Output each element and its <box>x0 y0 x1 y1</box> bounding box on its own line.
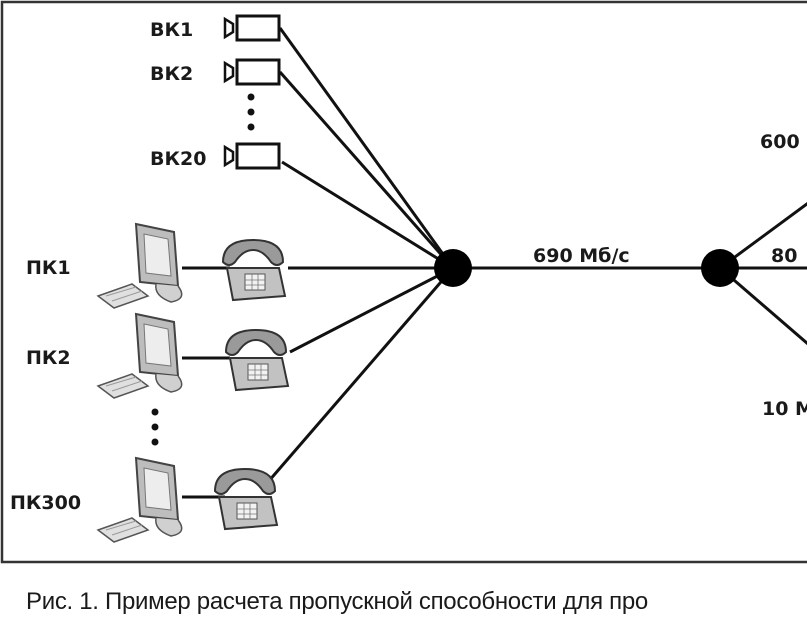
phone-icon <box>214 468 278 530</box>
link-pk2 <box>289 266 454 354</box>
link-right-bottom <box>719 266 807 346</box>
pc-pk2: ПК2 <box>26 313 289 399</box>
link-label-right-top: 600 <box>760 131 800 153</box>
link-label-right-middle: 80 <box>771 245 797 267</box>
camera-icon <box>223 142 281 170</box>
pc-label: ПК1 <box>26 257 71 279</box>
camera-vk1: ВК1 <box>150 14 281 42</box>
link-pk300 <box>266 267 455 483</box>
camera-label: ВК2 <box>150 63 193 85</box>
camera-vk2: ВК2 <box>150 58 281 86</box>
diagram-frame <box>0 0 807 564</box>
pc-ellipsis <box>151 408 159 446</box>
camera-label: ВК1 <box>150 19 193 41</box>
pc-label: ПК300 <box>10 492 81 514</box>
computer-icon <box>97 457 183 543</box>
link-label-right-bottom: 10 М <box>762 398 807 420</box>
link-right-top <box>719 202 807 270</box>
link-vk2 <box>278 71 455 269</box>
camera-label: ВК20 <box>150 148 206 170</box>
computer-icon <box>97 313 183 399</box>
link-vk1 <box>278 27 455 269</box>
phone-icon <box>225 329 289 391</box>
phone-icon <box>222 239 286 301</box>
pc-pk1: ПК1 <box>26 223 286 309</box>
link-vk20 <box>281 160 454 270</box>
pc-label: ПК2 <box>26 347 71 369</box>
camera-vk20: ВК20 <box>150 142 281 170</box>
figure-caption: Рис. 1. Пример расчета пропускной способ… <box>26 588 648 615</box>
pc-pk300: ПК300 <box>10 457 278 543</box>
camera-ellipsis <box>247 93 255 131</box>
computer-icon <box>97 223 183 309</box>
switch-node-left <box>434 249 472 287</box>
camera-icon <box>223 58 281 86</box>
camera-icon <box>223 14 281 42</box>
switch-node-right <box>701 249 739 287</box>
link-label-main: 690 Мб/с <box>533 245 630 267</box>
